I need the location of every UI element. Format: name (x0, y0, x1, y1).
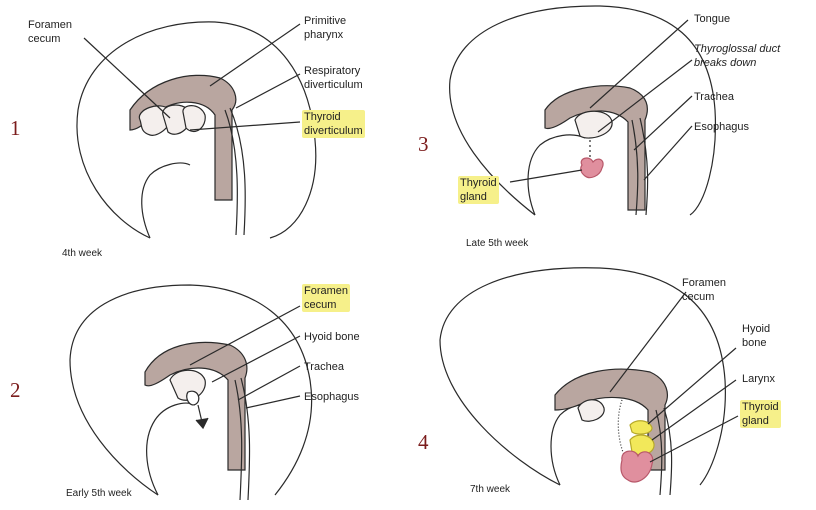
panel-1-label-primitive-pharynx: Primitive pharynx (304, 14, 346, 42)
panel-1-lead-thyroid (190, 122, 300, 130)
panel-1-chin-outline (142, 163, 190, 238)
panel-3-week-caption: Late 5th week (466, 238, 528, 249)
panel-2-drawing (70, 285, 312, 500)
panel-2-chin-outline (147, 403, 195, 495)
panel-1-drawing (77, 22, 316, 238)
panel-4-week-caption: 7th week (470, 484, 510, 495)
panel-1-lead-resp (236, 74, 300, 108)
panel-2-lead-foramen (190, 306, 300, 365)
panel-1-lead-pharynx (210, 24, 300, 86)
panel-4-label-foramen-cecum: Foramen cecum (682, 276, 726, 304)
panel-4-number: 4 (418, 430, 429, 455)
panel-4-label-thyroid-gland: Thyroid gland (740, 400, 781, 428)
panel-3-label-thyroid-gland: Thyroid gland (458, 176, 499, 204)
panel-1-arch-3 (183, 106, 205, 132)
panel-1-label-respiratory-diverticulum: Respiratory diverticulum (304, 64, 363, 92)
panel-3-thyroid-gland (581, 158, 603, 178)
panel-1-label-foramen-cecum: Foramen cecum (28, 18, 72, 46)
panel-3-label-thyroglossal-duct: Thyroglossal duct breaks down (694, 42, 780, 70)
panel-2-label-trachea: Trachea (304, 360, 344, 374)
panel-2-thyroid-bud (187, 391, 199, 405)
panel-1-label-thyroid-diverticulum: Thyroid diverticulum (302, 110, 365, 138)
panel-1-number: 1 (10, 116, 21, 141)
panel-4-label-larynx: Larynx (742, 372, 775, 386)
panel-3-number: 3 (418, 132, 429, 157)
panel-3-label-trachea: Trachea (694, 90, 734, 104)
panel-3-tongue (575, 111, 612, 138)
panel-3-label-tongue: Tongue (694, 12, 730, 26)
panel-2-arrow-head (196, 418, 208, 428)
panel-2-label-foramen-cecum: Foramen cecum (302, 284, 350, 312)
panel-1-week-caption: 4th week (62, 248, 102, 259)
panel-2-lead-esophagus (246, 396, 300, 408)
panel-3-label-esophagus: Esophagus (694, 120, 749, 134)
panel-4-label-hyoid-bone: Hyoid bone (742, 322, 770, 350)
panel-2-label-hyoid-bone: Hyoid bone (304, 330, 360, 344)
panel-4-thyroid-gland (621, 451, 653, 482)
panel-2-number: 2 (10, 378, 21, 403)
panel-3-pharynx (545, 86, 647, 210)
panel-1-lead-foramen (84, 38, 170, 118)
panel-2-label-esophagus: Esophagus (304, 390, 359, 404)
panel-3-lead-thyroid (510, 170, 582, 182)
panel-3-chin-outline (528, 135, 585, 215)
panel-2-week-caption: Early 5th week (66, 488, 132, 499)
panel-4-tongue (578, 400, 604, 422)
